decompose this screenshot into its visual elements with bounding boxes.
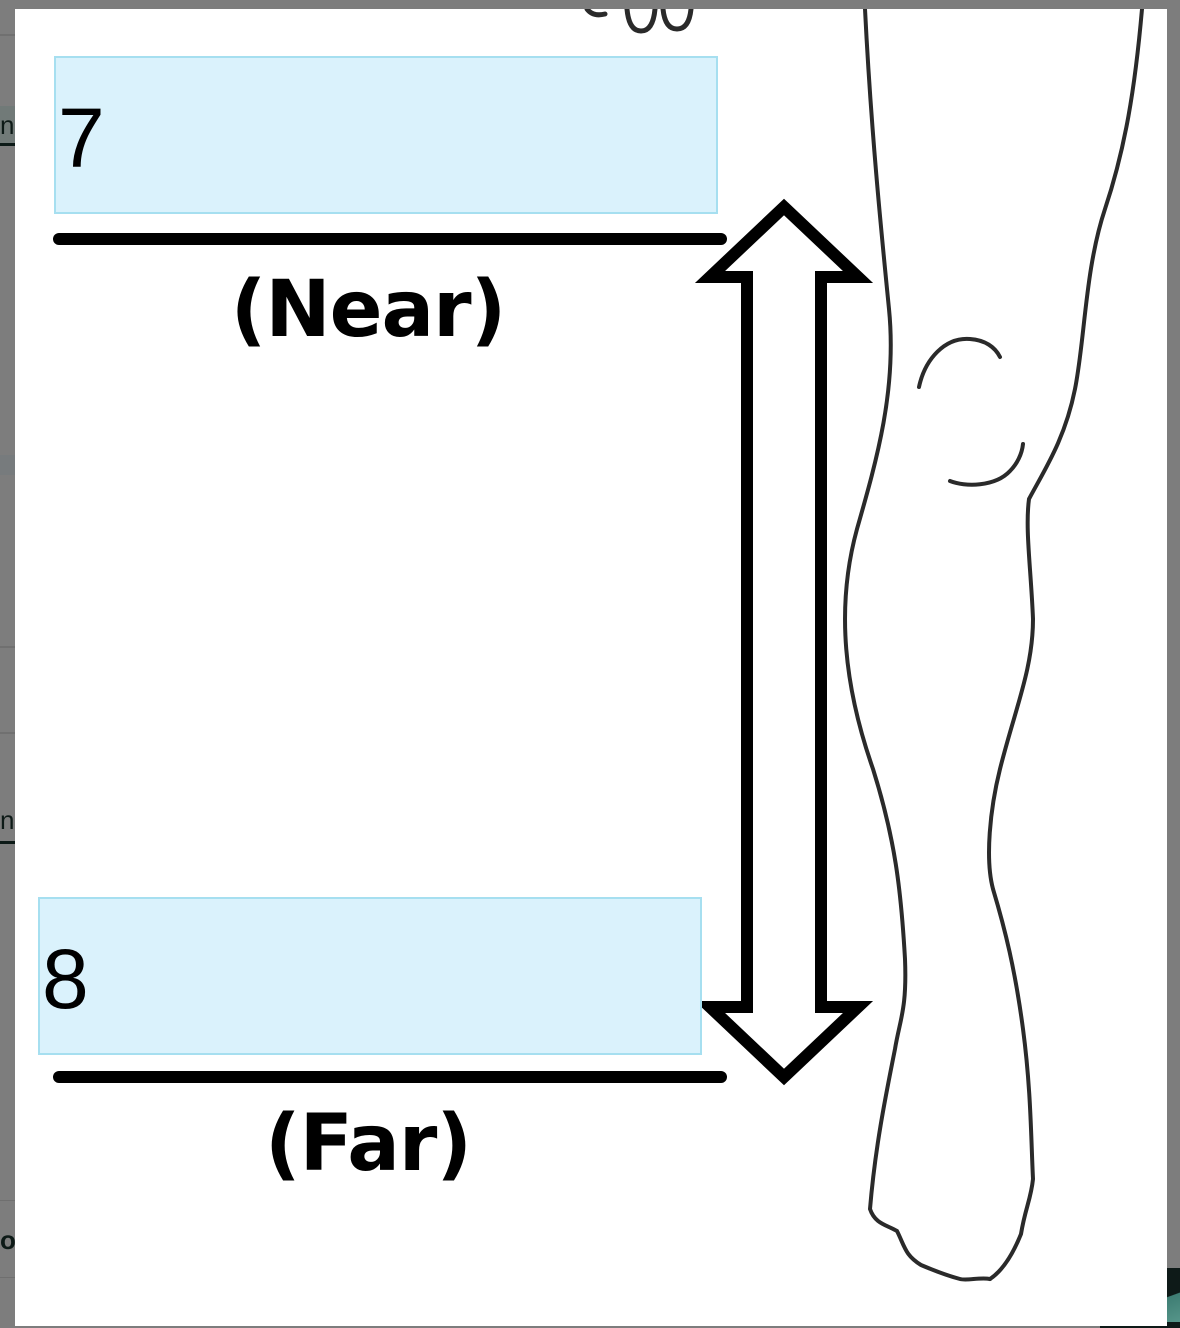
background-tab-fragment: n xyxy=(0,106,15,146)
background-tab-fragment: n xyxy=(0,800,15,844)
leg-measurement-figure: 7 (Near) 8 (Far) xyxy=(15,9,1167,1326)
background-divider xyxy=(0,34,15,36)
background-row-fragment: or xyxy=(0,1200,15,1278)
leg-illustration xyxy=(584,9,1144,1282)
near-distance-field[interactable]: 7 xyxy=(54,56,718,214)
image-preview-modal: 7 (Near) 8 (Far) xyxy=(15,9,1167,1326)
far-label: (Far) xyxy=(264,1099,472,1189)
background-thumbnail xyxy=(1166,1268,1180,1328)
far-distance-field[interactable]: 8 xyxy=(38,897,702,1055)
background-divider xyxy=(0,646,15,648)
leg-outline-icon xyxy=(843,9,1144,1282)
background-block xyxy=(0,455,15,475)
far-underline xyxy=(53,1071,727,1083)
near-underline xyxy=(53,233,727,245)
toe-outline-icon xyxy=(584,9,694,34)
near-label: (Near) xyxy=(230,265,507,355)
background-divider xyxy=(0,732,15,734)
double-headed-arrow-icon xyxy=(694,198,874,1086)
